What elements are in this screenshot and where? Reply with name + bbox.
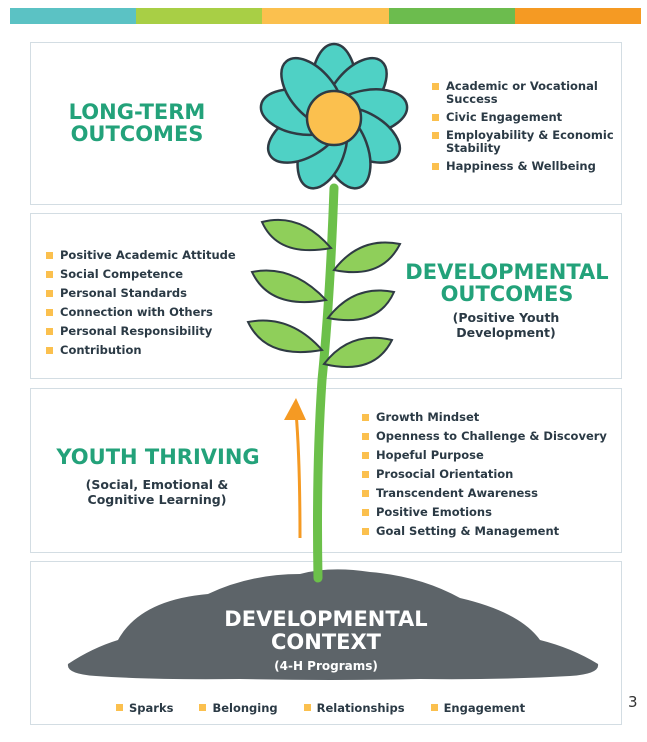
list-item: Prosocial Orientation	[362, 468, 612, 481]
leaf-right-2	[326, 289, 396, 322]
list-item: Academic or Vocational Success	[432, 80, 628, 106]
list-item: Growth Mindset	[362, 411, 612, 424]
developmental-context-subtitle: (4-H Programs)	[274, 659, 378, 673]
developmental-outcomes-title: DEVELOPMENTAL OUTCOMES	[405, 260, 609, 307]
list-item: Social Competence	[46, 268, 256, 281]
flower-center	[305, 89, 363, 147]
list-item: Transcendent Awareness	[362, 487, 612, 500]
context-item: Engagement	[430, 701, 525, 715]
list-item: Goal Setting & Management	[362, 525, 612, 538]
leaf-left-1	[260, 218, 333, 252]
list-item: Employability & Economic Stability	[432, 129, 628, 155]
leaf-left-3	[246, 319, 324, 354]
context-item: Sparks	[116, 701, 173, 715]
bar-seg-yellow	[262, 8, 389, 24]
list-item: Positive Emotions	[362, 506, 612, 519]
bar-seg-lime	[136, 8, 263, 24]
list-item: Personal Responsibility	[46, 325, 256, 338]
bar-seg-green	[388, 8, 515, 24]
growth-arrow-head	[284, 398, 306, 420]
bar-seg-orange	[514, 8, 642, 24]
context-item: Relationships	[303, 701, 405, 715]
developmental-context-title: DEVELOPMENTAL CONTEXT	[224, 607, 428, 654]
developmental-outcomes-subtitle: (Positive Youth Development)	[452, 310, 560, 340]
list-item: Happiness & Wellbeing	[432, 160, 628, 173]
context-item: Belonging	[199, 701, 278, 715]
list-item: Positive Academic Attitude	[46, 249, 256, 262]
list-item: Personal Standards	[46, 287, 256, 300]
list-item: Hopeful Purpose	[362, 449, 612, 462]
leaf-right-3	[322, 336, 394, 368]
long-term-list: Academic or Vocational Success Civic Eng…	[432, 80, 628, 173]
developmental-outcomes-list: Positive Academic Attitude Social Compet…	[46, 249, 256, 357]
page-number: 3	[628, 693, 638, 711]
leaf-left-2	[250, 269, 328, 304]
youth-thriving-title: YOUTH THRIVING	[56, 445, 260, 469]
leaf-right-1	[332, 241, 402, 274]
bar-seg-teal	[10, 8, 137, 24]
youth-thriving-list: Growth Mindset Openness to Challenge & D…	[362, 411, 612, 538]
growth-arrow	[294, 411, 302, 539]
list-item: Civic Engagement	[432, 111, 628, 124]
stem	[313, 183, 339, 583]
developmental-context-list: Sparks Belonging Relationships Engagemen…	[116, 701, 525, 715]
soil-mound	[67, 569, 599, 680]
long-term-title: LONG-TERM OUTCOMES	[68, 100, 206, 147]
list-item: Openness to Challenge & Discovery	[362, 430, 612, 443]
list-item: Connection with Others	[46, 306, 256, 319]
top-color-bar	[10, 8, 642, 24]
youth-thriving-panel	[30, 388, 622, 553]
list-item: Contribution	[46, 344, 256, 357]
youth-thriving-subtitle: (Social, Emotional & Cognitive Learning)	[85, 477, 229, 507]
